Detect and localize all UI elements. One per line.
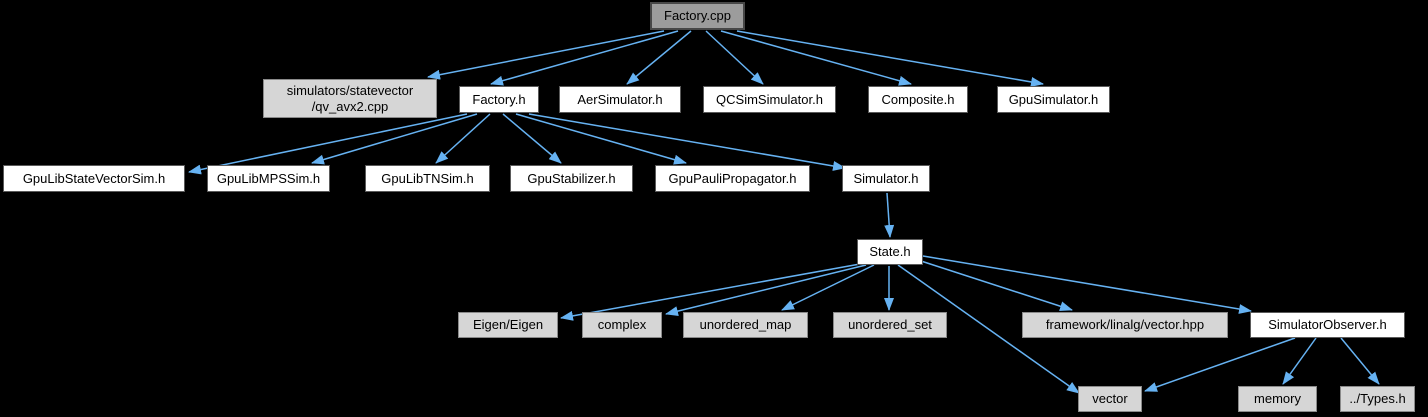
edge-simulator-observer-h-to-memory	[1282, 337, 1317, 385]
edge-state-h-to-unordered-map	[781, 264, 875, 311]
node-label: Factory.h	[472, 91, 526, 107]
node-label: GpuLibStateVectorSim.h	[22, 170, 166, 186]
node-simulator-observer-h[interactable]: SimulatorObserver.h	[1250, 312, 1405, 338]
node-label: Eigen/Eigen	[472, 317, 544, 332]
edge-factory-h-to-gpulib-tn-sim-h	[435, 113, 491, 164]
node-label: Simulator.h	[853, 170, 919, 186]
edge-state-h-to-eigen-eigen	[560, 263, 861, 321]
node-label: GpuLibTNSim.h	[381, 170, 474, 186]
node-label: GpuSimulator.h	[1008, 91, 1099, 107]
node-label: QCSimSimulator.h	[716, 91, 823, 107]
node-qv-avx2-cpp[interactable]: simulators/statevector/qv_avx2.cpp	[263, 79, 437, 118]
node-gpulib-statevector-sim-h[interactable]: GpuLibStateVectorSim.h	[3, 165, 185, 192]
node-composite-h[interactable]: Composite.h	[868, 86, 968, 113]
node-gpu-simulator-h[interactable]: GpuSimulator.h	[997, 86, 1110, 113]
edge-factory-cpp-to-factory-h	[490, 30, 679, 86]
node-types-h[interactable]: ../Types.h	[1340, 386, 1415, 412]
edge-factory-cpp-to-aer-simulator-h	[626, 30, 692, 85]
node-label: memory	[1254, 391, 1301, 406]
node-state-h[interactable]: State.h	[857, 239, 923, 265]
node-label: GpuPauliPropagator.h	[668, 170, 797, 186]
edge-factory-cpp-to-qv-avx2-cpp	[427, 30, 665, 80]
edge-state-h-to-complex	[665, 264, 867, 317]
edge-factory-h-to-simulator-h	[528, 113, 846, 171]
edge-factory-cpp-to-composite-h	[720, 30, 912, 86]
node-unordered-map[interactable]: unordered_map	[683, 312, 808, 338]
node-label: GpuStabilizer.h	[527, 170, 616, 186]
node-label: vector	[1092, 391, 1128, 406]
node-label: unordered_map	[699, 317, 792, 332]
node-qcsim-simulator-h[interactable]: QCSimSimulator.h	[703, 86, 836, 113]
edge-factory-cpp-to-gpu-simulator-h	[736, 30, 1044, 87]
node-label: GpuLibMPSSim.h	[216, 170, 321, 186]
node-label: complex	[597, 317, 647, 332]
node-simulator-h[interactable]: Simulator.h	[842, 165, 930, 192]
node-label: Factory.cpp	[664, 8, 731, 23]
node-label: State.h	[869, 244, 911, 259]
edge-factory-h-to-gpulib-statevector-sim-h	[188, 113, 468, 175]
edge-state-h-to-framework-linalg-vector-hpp	[920, 260, 1073, 312]
node-label: Composite.h	[881, 91, 955, 107]
node-label: framework/linalg/vector.hpp	[1045, 317, 1205, 332]
edge-simulator-observer-h-to-vector	[1144, 337, 1296, 392]
node-unordered-set[interactable]: unordered_set	[833, 312, 947, 338]
edge-simulator-h-to-state-h	[884, 192, 895, 238]
node-memory[interactable]: memory	[1238, 386, 1317, 412]
node-gpu-stabilizer-h[interactable]: GpuStabilizer.h	[510, 165, 633, 192]
node-gpulib-mps-sim-h[interactable]: GpuLibMPSSim.h	[207, 165, 330, 192]
node-factory-cpp[interactable]: Factory.cpp	[650, 2, 745, 30]
edge-factory-h-to-gpulib-mps-sim-h	[311, 113, 478, 165]
edge-factory-h-to-gpu-pauli-propagator-h	[515, 113, 687, 165]
node-complex[interactable]: complex	[582, 312, 662, 338]
edge-state-h-to-simulator-observer-h	[922, 255, 1252, 314]
node-label: unordered_set	[848, 317, 932, 332]
node-eigen-eigen[interactable]: Eigen/Eigen	[458, 312, 558, 338]
node-gpu-pauli-propagator-h[interactable]: GpuPauliPropagator.h	[655, 165, 810, 192]
node-vector[interactable]: vector	[1078, 386, 1142, 412]
node-gpulib-tn-sim-h[interactable]: GpuLibTNSim.h	[365, 165, 490, 192]
node-factory-h[interactable]: Factory.h	[459, 86, 539, 113]
node-label: /qv_avx2.cpp	[311, 98, 389, 114]
node-framework-linalg-vector-hpp[interactable]: framework/linalg/vector.hpp	[1022, 312, 1228, 338]
edge-simulator-observer-h-to-types-h	[1340, 337, 1380, 385]
node-label: SimulatorObserver.h	[1268, 317, 1387, 332]
node-label: simulators/statevector	[286, 82, 414, 98]
node-label: AerSimulator.h	[577, 91, 663, 107]
node-aer-simulator-h[interactable]: AerSimulator.h	[559, 86, 681, 113]
edge-factory-cpp-to-qcsim-simulator-h	[705, 30, 764, 85]
edge-factory-h-to-gpu-stabilizer-h	[502, 113, 562, 164]
node-label: ../Types.h	[1349, 391, 1406, 406]
